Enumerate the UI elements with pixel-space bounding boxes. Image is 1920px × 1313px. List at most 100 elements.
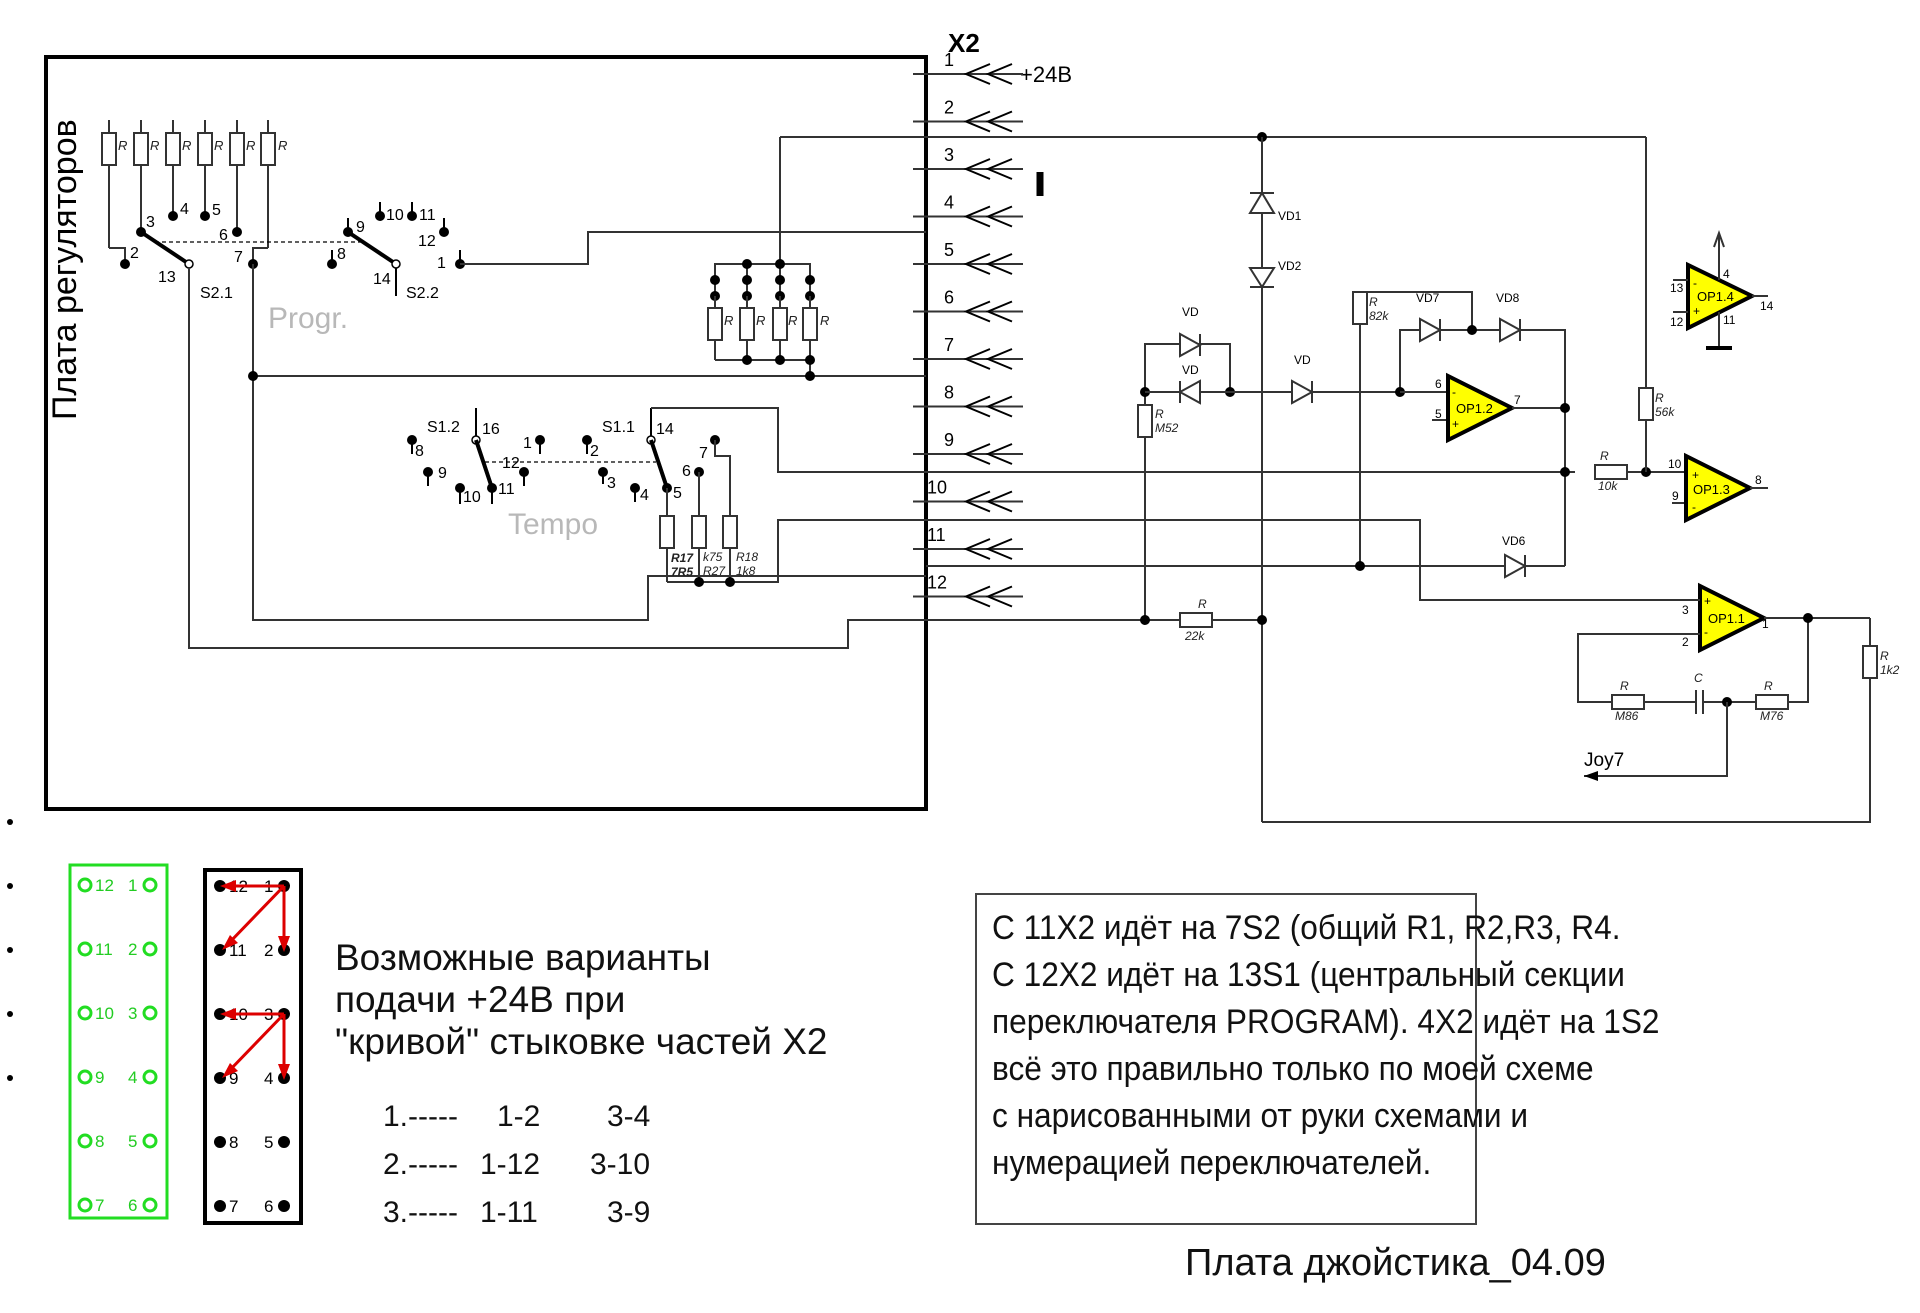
svg-text:11: 11 (419, 207, 436, 224)
pin-dot-icon (214, 1136, 226, 1148)
pin-number: 9 (944, 430, 954, 450)
svg-text:13: 13 (1670, 281, 1684, 295)
note-line: переключателя PROGRAM). 4X2 идёт на 1S2 (992, 1003, 1660, 1041)
svg-text:9: 9 (356, 219, 365, 236)
connector-x2: X2 +24В (948, 28, 1072, 87)
connector-pin: 3 (913, 145, 1023, 180)
opamp-op1-2 (1446, 372, 1517, 444)
svg-text:10k: 10k (1598, 479, 1618, 493)
svg-text:R: R (1198, 597, 1207, 611)
svg-text:7R5: 7R5 (671, 565, 693, 579)
svg-text:12: 12 (418, 233, 436, 250)
pin-label: 6 (264, 1197, 273, 1216)
pin-ring-icon (142, 877, 158, 893)
svg-text:6: 6 (682, 463, 691, 480)
svg-text:6: 6 (219, 227, 228, 244)
variant-index: 1.----- (383, 1100, 458, 1133)
pin-label: 5 (264, 1133, 273, 1152)
svg-text:-: - (1704, 625, 1708, 639)
resistor-10k (1594, 464, 1628, 480)
svg-text:R18: R18 (736, 550, 758, 564)
diode-vd-b: VD (1177, 363, 1201, 405)
svg-text:7: 7 (1514, 393, 1521, 407)
s2-1-label: S2.1 (200, 285, 233, 302)
svg-text:7: 7 (234, 249, 243, 266)
pin-dot-icon (278, 1200, 290, 1212)
pin-label: 11 (229, 941, 247, 960)
svg-text:8: 8 (337, 246, 346, 263)
svg-text:OP1.3: OP1.3 (1693, 482, 1730, 497)
note-line: С 12X2 идёт на 13S1 (центральный секции (992, 956, 1625, 994)
resistor-m76 (1755, 694, 1789, 710)
svg-text:5: 5 (1435, 407, 1442, 421)
svg-text:7: 7 (699, 445, 708, 462)
svg-text:12: 12 (1670, 315, 1684, 329)
svg-text:2: 2 (1682, 635, 1689, 649)
pin-ring-icon (142, 941, 158, 957)
svg-text:R: R (756, 313, 765, 328)
pin-ring-icon (142, 1197, 158, 1213)
pin-dot-icon (214, 944, 226, 956)
svg-text:4: 4 (180, 201, 189, 218)
pin-number: 8 (944, 383, 954, 403)
connector-pin: 1 (913, 50, 1023, 85)
svg-text:1k2: 1k2 (1880, 663, 1900, 677)
variant-b: 3-10 (590, 1148, 651, 1181)
s1-2-label: S1.2 (427, 419, 460, 436)
pin-label: 2 (128, 940, 137, 959)
supply-label: +24В (1020, 62, 1072, 87)
svg-text:R27: R27 (703, 564, 726, 578)
pin-label: 7 (95, 1196, 104, 1215)
svg-text:R: R (724, 313, 733, 328)
svg-text:R: R (214, 138, 223, 153)
pin-number: 7 (944, 335, 954, 355)
svg-text:+: + (1693, 304, 1700, 318)
variant-b: 3-9 (607, 1196, 651, 1229)
note-line: С 11X2 идёт на 7S2 (общий R1, R2,R3, R4. (992, 909, 1621, 947)
svg-text:14: 14 (373, 271, 391, 288)
svg-text:R: R (118, 138, 127, 153)
svg-text:11: 11 (498, 481, 515, 498)
svg-text:R: R (182, 138, 191, 153)
pin-number: 2 (944, 98, 954, 118)
svg-text:R17: R17 (671, 551, 694, 565)
resistor-82k (1352, 291, 1368, 325)
pin-label: 6 (128, 1196, 137, 1215)
pin-label: 3 (128, 1004, 137, 1023)
svg-text:22k: 22k (1184, 629, 1205, 643)
svg-text:R: R (788, 313, 797, 328)
footer-title: Плата джойстика_04.09 (1185, 1242, 1606, 1284)
pin-label: 10 (95, 1004, 114, 1023)
resistor-56k (1638, 387, 1654, 421)
svg-text:OP1.1: OP1.1 (1708, 611, 1745, 626)
diode-vd-c: VD (1291, 353, 1315, 405)
joy7-label: Joy7 (1584, 750, 1624, 771)
pin-number: 4 (944, 193, 954, 213)
pin-label: 4 (128, 1068, 137, 1087)
variant-a: 1-11 (480, 1196, 538, 1229)
pin-dot-icon (214, 1200, 226, 1212)
pin-ring-icon (77, 941, 93, 957)
svg-text:M86: M86 (1615, 709, 1639, 723)
svg-text:+: + (1692, 468, 1699, 482)
diode-vd8: VD8 (1496, 291, 1523, 343)
pin-number: 12 (927, 573, 947, 593)
bullet-dots (7, 819, 13, 1081)
resistor-m52 (1137, 404, 1153, 438)
board-frame (44, 55, 928, 811)
svg-text:4: 4 (1723, 267, 1730, 281)
pin-number: 6 (944, 288, 954, 308)
svg-text:10: 10 (1668, 457, 1682, 471)
svg-text:14: 14 (1760, 299, 1774, 313)
pin-ring-icon (142, 1005, 158, 1021)
switch-s1: S1.2 16 8 9 10 11 12 1 2 3 4 S1.1 14 5 6… (407, 407, 926, 587)
variant-row: 1.----- (383, 1100, 458, 1134)
connector-name: X2 (948, 28, 980, 58)
diode-vd7: VD7 (1416, 291, 1443, 343)
connector-pin: 10 (913, 478, 1023, 513)
connector-pin: 9 (913, 430, 1023, 465)
variants-heading-line: "кривой" стыковке частей X2 (335, 1021, 828, 1062)
pin-number: 11 (927, 525, 946, 545)
pin-ring-icon (77, 1197, 93, 1213)
